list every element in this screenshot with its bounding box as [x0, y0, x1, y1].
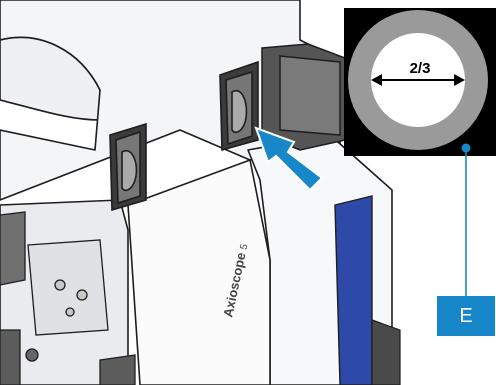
callout-label-e: E	[437, 296, 495, 336]
inset-panel: 2/3	[344, 8, 496, 156]
knob-housing-upper	[220, 62, 258, 150]
knob-housing-lower	[110, 124, 146, 210]
front-panel-stripe	[335, 196, 372, 385]
fraction-label: 2/3	[410, 60, 431, 77]
callout-label-text: E	[459, 305, 472, 328]
base-foot	[372, 320, 400, 385]
